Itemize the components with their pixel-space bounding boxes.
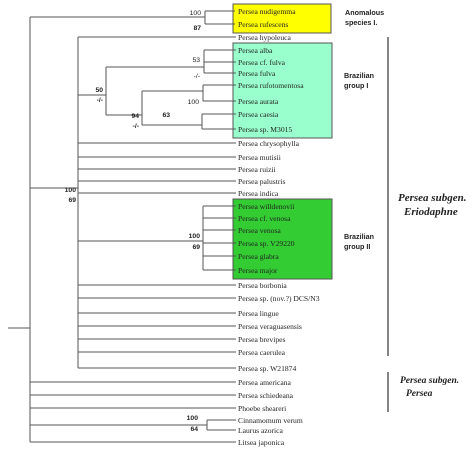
taxon-label: Persea palustris [238,177,285,186]
taxon-label: Litsea japonica [238,438,285,447]
bootstrap-value: 50 [95,87,103,94]
taxon-label: Laurus azorica [238,426,284,435]
posterior-value: -/- [194,73,200,80]
taxon-label: Persea rufotomentosa [238,81,304,90]
taxon-label: Cinnamomum verum [238,416,303,425]
bootstrap-value: 94 [131,113,139,120]
taxon-label: Persea aurata [238,97,279,106]
taxon-label: Persea chrysophylla [238,139,300,148]
taxon-label: Persea brevipes [238,335,285,344]
tree-branches [8,10,236,443]
taxon-label: Persea caerulea [238,348,286,357]
posterior-value: -/- [97,97,103,104]
bootstrap-value: 100 [189,233,201,240]
taxon-label: Persea americana [238,378,292,387]
brazilian-group-1-label: Brazilian [344,71,374,80]
taxon-label: Persea hypoleuca [238,33,292,42]
posterior-value: 64 [190,426,198,433]
eriodaphne-subgenus-label: Eriodaphne [403,206,458,218]
brazilian-group-2-box [232,198,333,280]
anomalous-species-box [232,3,332,34]
persea-subgenus-label: Persea subgen. [400,376,459,386]
eriodaphne-subgenus-label: Persea subgen. [398,192,466,204]
taxon-label: Persea sp. (nov.?) DCS/N3 [238,294,320,303]
bootstrap-value: 100 [188,99,200,106]
taxon-label: Persea indica [238,189,279,198]
taxon-label: Persea ruizii [238,165,276,174]
taxon-label: Persea fulva [238,69,276,78]
anomalous-species-label: species I. [345,18,377,27]
brazilian-group-2-label: Brazilian [344,232,374,241]
group-labels: Anomalous species I. Brazilian group I B… [344,8,384,251]
bootstrap-value: 100 [190,10,202,17]
posterior-value: 63 [162,112,170,119]
brazilian-group-1-box [232,42,333,139]
taxon-label: Persea major [238,266,278,275]
taxon-label: Phoebe sheareri [238,404,286,413]
posterior-value: 87 [193,25,201,32]
taxon-label: Persea nudigemma [238,7,296,16]
posterior-value: -/- [133,123,139,130]
posterior-value: 69 [192,244,200,251]
taxon-label: Persea glabra [238,252,279,261]
anomalous-species-label: Anomalous [345,8,384,17]
taxon-label: Persea rufescens [238,20,288,29]
taxon-label: Persea sp. M3015 [238,125,292,134]
taxon-label: Persea willdenovii [238,202,294,211]
support-values: 100 87 53 -/- 50 -/- 100 63 94 -/- 100 6… [65,10,202,433]
taxon-label: Persea alba [238,46,273,55]
brazilian-group-1-label: group I [344,81,368,90]
taxon-label: Persea veraguasensis [238,322,302,331]
taxon-label: Persea mutisii [238,153,281,162]
bootstrap-value: 100 [65,187,77,194]
persea-subgenus-label: Persea [406,389,433,399]
posterior-value: 69 [68,197,76,204]
bootstrap-value: 53 [192,57,200,64]
taxon-label: Persea cf. fulva [238,58,286,67]
taxon-label: Persea caesia [238,110,279,119]
taxon-label: Persea schiedeana [238,391,294,400]
taxon-label: Persea lingue [238,309,279,318]
taxon-label: Persea venosa [238,226,281,235]
taxon-labels: Persea nudigemma Persea rufescens Persea… [238,7,320,447]
taxon-label: Persea cf. venosa [238,214,291,223]
bootstrap-value: 100 [187,415,199,422]
brazilian-group-2-label: group II [344,242,370,251]
taxon-label: Persea sp. W21874 [238,364,296,373]
taxon-label: Persea borbonia [238,281,287,290]
taxon-label: Persea sp. V29220 [238,239,295,248]
